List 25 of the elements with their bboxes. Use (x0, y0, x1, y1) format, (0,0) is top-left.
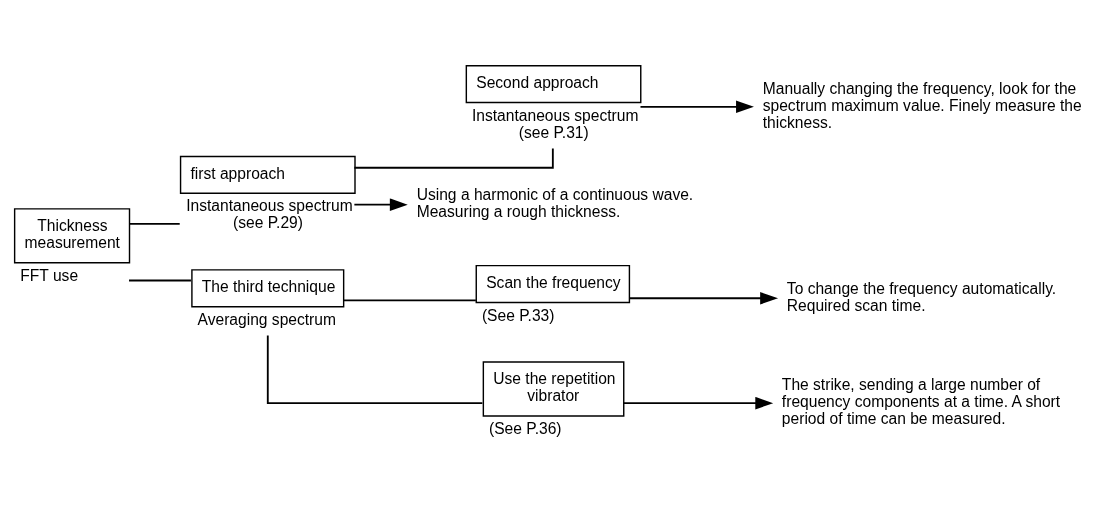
node-label: Instantaneous spectrum (see P.31) (472, 106, 639, 141)
connector (353, 147, 554, 169)
node-label: (See P.36) (489, 420, 562, 438)
connector (128, 222, 181, 225)
node-text: Manually changing the frequency, look for the spectrum maximum value. Finely measure the thickness. (762, 79, 1082, 131)
node-box: Second approach (465, 64, 642, 104)
arrow (622, 396, 774, 410)
arrow (353, 198, 408, 211)
node-box: Scan the frequency (475, 264, 631, 304)
node-text: Using a harmonic of a continuous wave. Measuring a rough thickness. (416, 186, 694, 221)
node-box: Thickness measurement (13, 208, 131, 264)
node-box: first approach (179, 155, 356, 194)
node-text: To change the frequency automatically. Required scan time. (786, 279, 1057, 314)
node-label: FFT use (20, 266, 79, 284)
connector (266, 334, 484, 405)
node-box: The third technique (191, 269, 345, 308)
connector (342, 299, 477, 302)
node-box: Use the repetition vibrator (482, 361, 625, 417)
node-text: The strike, sending a large number of frequency components at a time. A short period of time can be measured. (781, 376, 1061, 428)
node-label: Instantaneous spectrum (see P.29) (186, 197, 353, 232)
arrow (639, 100, 754, 114)
node-label: Averaging spectrum (197, 310, 336, 328)
arrow (628, 292, 779, 305)
connector (128, 279, 192, 282)
node-label: (See P.33) (481, 306, 555, 324)
